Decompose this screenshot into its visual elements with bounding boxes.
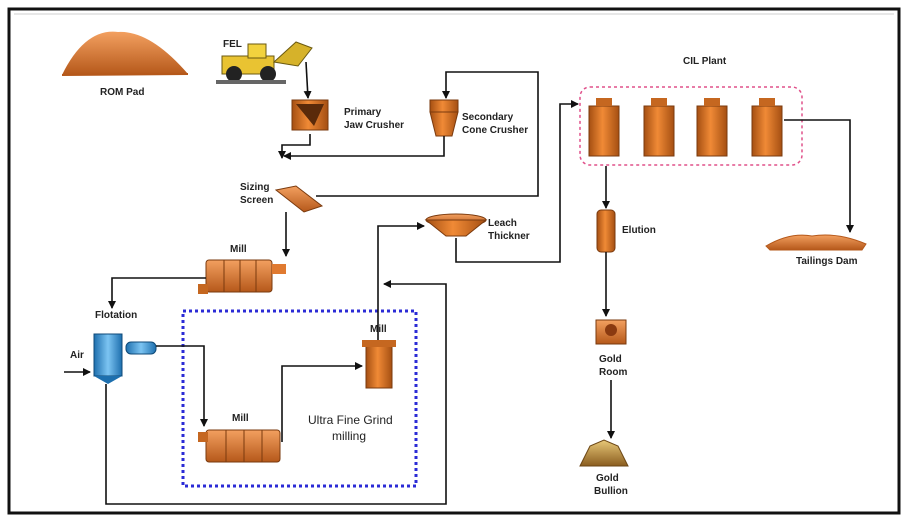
ball-mill-bottom-icon	[198, 430, 280, 462]
secondary-crusher-label-2: Cone Crusher	[462, 125, 528, 136]
primary-crusher-label-1: Primary	[344, 107, 382, 118]
flotation-label: Flotation	[95, 310, 137, 321]
elution-label: Elution	[622, 225, 656, 236]
fel-label: FEL	[223, 39, 242, 50]
sizing-screen-label-1: Sizing	[240, 182, 269, 193]
gold-room-label-2: Room	[599, 367, 627, 378]
primary-crusher-label-2: Jaw Crusher	[344, 120, 404, 131]
ufg-label-1: Ultra Fine Grind	[308, 413, 393, 427]
gold-bullion-label-1: Gold	[596, 473, 619, 484]
elution-column-icon	[597, 210, 615, 252]
leach-thickner-label-1: Leach	[488, 218, 517, 229]
cone-crusher-icon	[430, 100, 458, 136]
gold-bullion-icon	[580, 440, 628, 466]
gold-room-furnace-icon	[596, 320, 626, 344]
diagram-frame	[9, 9, 899, 513]
gold-room-label-1: Gold	[599, 354, 622, 365]
mill-top-label: Mill	[230, 244, 247, 255]
rom-pad-pile-icon	[62, 32, 188, 75]
cil-plant-label: CIL Plant	[683, 56, 727, 67]
sizing-screen-icon	[276, 186, 322, 212]
tailings-dam-icon	[766, 235, 866, 250]
sizing-screen-label-2: Screen	[240, 195, 273, 206]
ball-mill-icon	[198, 260, 286, 294]
leach-thickener-icon	[426, 214, 486, 236]
tailings-dam-label: Tailings Dam	[796, 256, 858, 267]
ufg-mill-icon	[362, 340, 396, 388]
rom-pad-label: ROM Pad	[100, 87, 144, 98]
jaw-crusher-icon	[292, 100, 328, 130]
ufg-label-2: milling	[332, 429, 366, 443]
flotation-cell-icon	[94, 334, 156, 384]
air-label: Air	[70, 350, 84, 361]
cil-tank-icon	[589, 98, 782, 156]
flow-lines	[64, 62, 850, 504]
secondary-crusher-label-1: Secondary	[462, 112, 514, 123]
gold-bullion-label-2: Bullion	[594, 486, 628, 497]
leach-thickner-label-2: Thickner	[488, 231, 530, 242]
mill-bottom-label: Mill	[232, 413, 249, 424]
